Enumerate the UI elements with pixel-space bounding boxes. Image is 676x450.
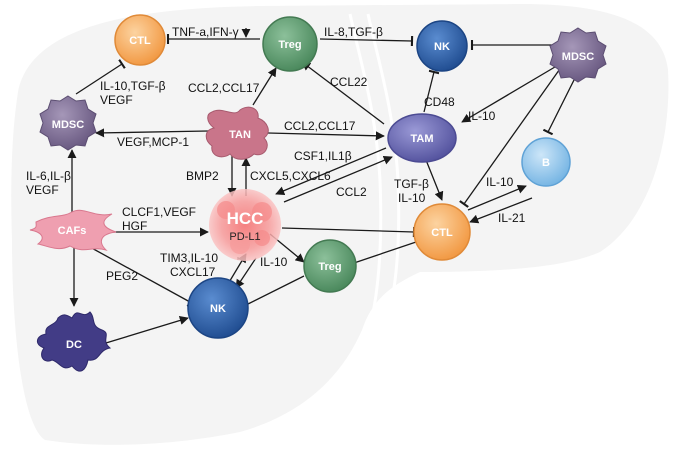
il21-label: IL-21 (498, 211, 526, 225)
csf1-il1b-label: CSF1,IL1β (294, 149, 352, 163)
treg-mid-label: Treg (318, 261, 341, 273)
tan-tam-arrow (267, 131, 385, 141)
liver-ligament-2 (366, 13, 401, 319)
mdsc-left-cell: MDSC (39, 95, 97, 151)
vegf-mcp1-label: VEGF,MCP-1 (117, 135, 189, 149)
tam-hcc-arrow (275, 147, 387, 196)
il6-vegf-label: VEGF (26, 183, 59, 197)
cafs-nk-inhibit (87, 245, 194, 308)
hgf-label: HGF (122, 219, 147, 233)
tan-label: TAN (229, 129, 251, 141)
mdsc-right-label: MDSC (562, 51, 594, 63)
connections (67, 28, 579, 347)
b-cell: B (521, 137, 571, 187)
hcc-tam-arrow (283, 155, 393, 203)
hcc-pdl1-label: PD-L1 (229, 231, 260, 243)
treg-top-cell: Treg (262, 16, 318, 72)
il8-tgfb-label: IL-8,TGF-β (324, 25, 383, 39)
liver-silhouette (11, 4, 669, 445)
mdsc-left-label: MDSC (52, 119, 84, 131)
tim3-il10-label: TIM3,IL-10 (160, 251, 218, 265)
mdsc-ctl-right-inhibit (459, 65, 563, 208)
hcc-ctl-inhibit (281, 226, 416, 238)
cd48-label: CD48 (424, 95, 455, 109)
tan-cell: TAN (205, 106, 269, 160)
il10-vegf-label: VEGF (100, 93, 133, 107)
cxcl17-label: CXCL17 (170, 265, 216, 279)
mdsc-right-cell: MDSC (549, 27, 607, 83)
liver-mark (370, 428, 378, 431)
treg-nk-inhibit (319, 35, 414, 47)
hcc-cell: HCC PD-L1 (209, 189, 281, 261)
treg-ctl-inhibit (353, 234, 425, 264)
treg-nk-bottom-inhibit (240, 275, 305, 312)
tam-cell: TAM (387, 113, 457, 163)
ctl-top-label: CTL (129, 35, 151, 47)
ccl2-ccl17-top-label: CCL2,CCL17 (188, 81, 260, 95)
dc-label: DC (66, 339, 82, 351)
il10-b-label: IL-10 (486, 175, 514, 189)
b-ctl-arrow (469, 197, 533, 224)
tam-nk-inhibit (423, 69, 440, 113)
treg-mid-cell: Treg (303, 239, 357, 293)
b-label: B (542, 157, 550, 169)
ccl2-label: CCL2 (336, 185, 367, 199)
tam-treg-arrow (301, 61, 385, 125)
tam-ctl-arrow (425, 159, 444, 201)
clcf1-vegf-label: CLCF1,VEGF (122, 205, 196, 219)
ctl-right-cell: CTL (413, 203, 471, 261)
cafs-label: CAFs (58, 225, 87, 237)
ccl2-ccl17-mid-label: CCL2,CCL17 (284, 119, 356, 133)
il10-ctl-label: IL-10 (398, 191, 426, 205)
dc-nk-arrow (95, 316, 189, 347)
mdsc-ctl-inhibit (75, 59, 126, 95)
tnf-ifn-label: TNF-a,IFN-γ (172, 25, 239, 39)
mdsc-tam-arrow (461, 63, 561, 123)
il10-tgfb-label: IL-10,TGF-β (100, 79, 166, 93)
mdsc-b-inhibit (542, 71, 579, 136)
cafs-cell: CAFs (29, 209, 117, 252)
nk-bottom-cell: NK (187, 277, 249, 339)
ccl22-label: CCL22 (330, 75, 368, 89)
ctl-right-label: CTL (431, 227, 453, 239)
treg-top-label: Treg (278, 39, 301, 51)
tam-label: TAM (410, 133, 433, 145)
bmp2-label: BMP2 (186, 169, 219, 183)
hcc-label: HCC (227, 209, 264, 228)
cxcl5-cxcl6-label: CXCL5,CXCL6 (250, 169, 331, 183)
edge-labels: TNF-a,IFN-γ IL-8,TGF-β IL-10,TGF-β VEGF … (26, 25, 526, 283)
ctl-top-cell: CTL (114, 14, 166, 66)
il6-ilb-label: IL-6,IL-β (26, 169, 71, 183)
il10-mdsc-label: IL-10 (468, 109, 496, 123)
dc-cell: DC (37, 311, 112, 372)
liver-ligament (348, 13, 383, 319)
nk-top-cell: NK (416, 20, 468, 72)
peg2-label: PEG2 (106, 269, 138, 283)
hcc-nk-arrow (235, 257, 257, 289)
tan-treg-arrow (252, 67, 277, 106)
il10-treg-label: IL-10 (260, 255, 288, 269)
nk-top-label: NK (434, 41, 450, 53)
nk-bottom-label: NK (210, 303, 226, 315)
tan-mdsc-arrow (95, 128, 209, 138)
ctl-b-arrow (467, 184, 527, 211)
tgfb-label: TGF-β (394, 177, 429, 191)
